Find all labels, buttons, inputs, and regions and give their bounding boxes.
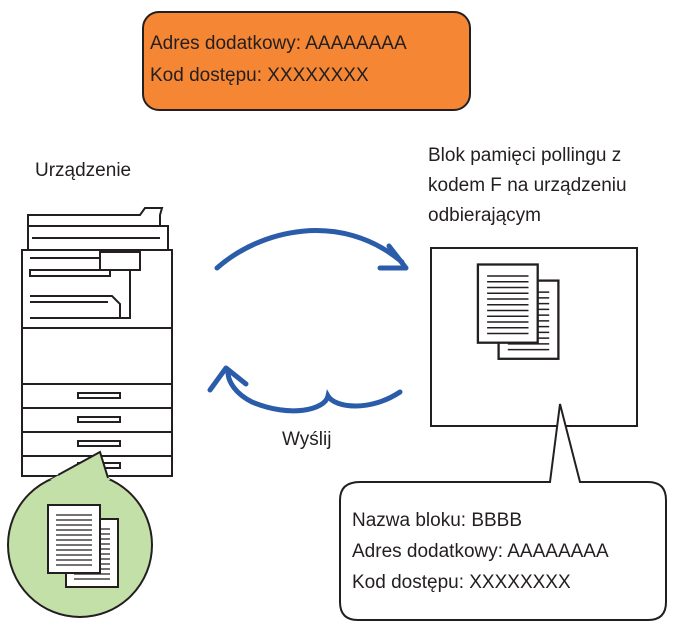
multifunction-printer-icon (21, 207, 173, 477)
memory-box-label-line-2: kodem F na urządzeniu (428, 175, 627, 196)
top-box-line-1: Adres dodatkowy: AAAAAAAA (150, 33, 407, 54)
callout-line-3: Kod dostępu: XXXXXXXX (352, 572, 571, 593)
arrow-to-receiver (214, 228, 409, 271)
top-box-line-2: Kod dostępu: XXXXXXXX (150, 65, 369, 86)
top-info-box (142, 11, 471, 111)
send-label: Wyślij (282, 429, 332, 450)
device-label: Urządzenie (35, 160, 132, 181)
callout-line-1: Nazwa bloku: BBBB (352, 510, 523, 531)
memory-box-label-line-3: odbierającym (428, 205, 541, 226)
device-memory-callout (7, 450, 153, 618)
callout-line-2: Adres dodatkowy: AAAAAAAA (352, 541, 609, 562)
memory-box-label-line-1: Blok pamięci pollingu z (428, 145, 622, 166)
arrow-to-device (207, 365, 403, 414)
block-info-callout (339, 403, 667, 621)
